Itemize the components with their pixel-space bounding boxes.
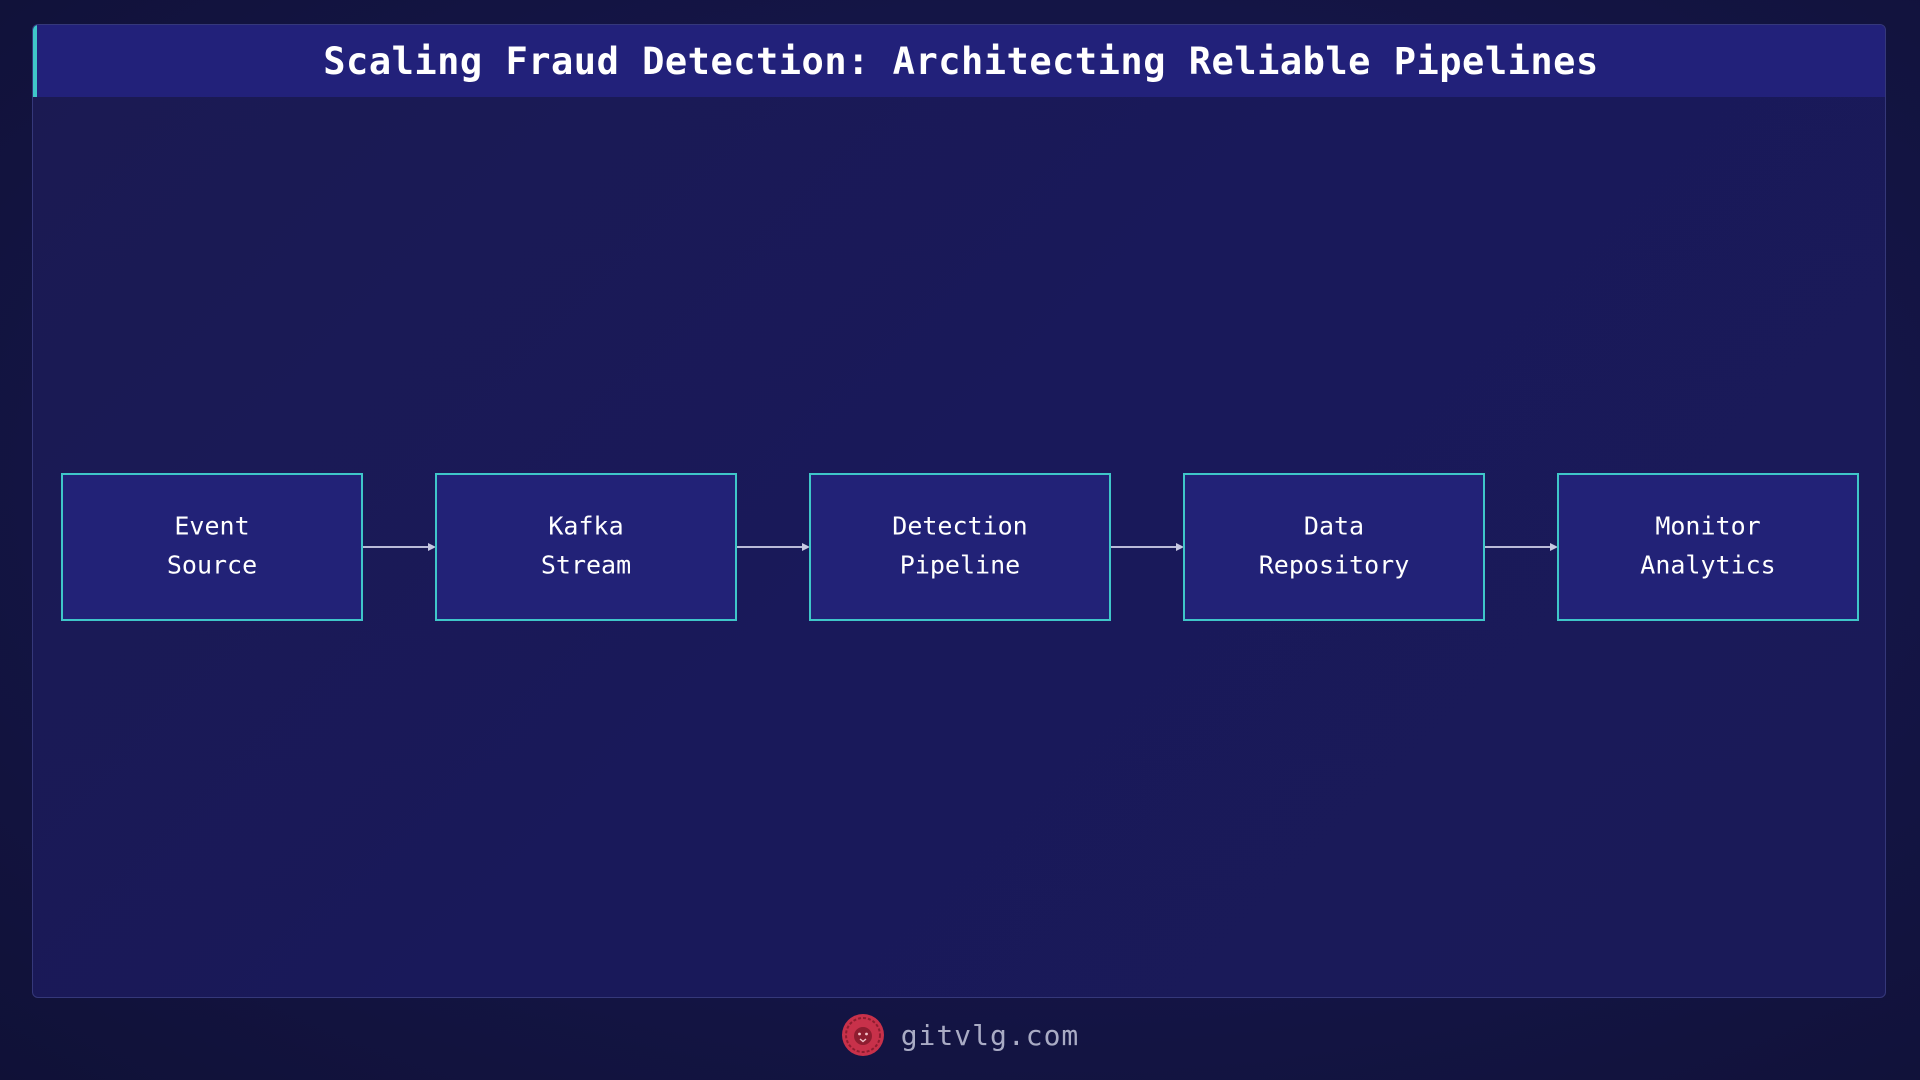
diagram-card: Scaling Fraud Detection: Architecting Re…: [32, 24, 1886, 998]
node-label-line: Stream: [541, 551, 631, 580]
node-label-line: Analytics: [1640, 551, 1775, 580]
lion-head-icon: [841, 1014, 884, 1056]
node-label-line: Event: [174, 512, 249, 541]
arrowhead-icon: [1176, 543, 1184, 551]
node-label-line: Repository: [1259, 551, 1410, 580]
node-box: [61, 473, 363, 621]
site-url: gitvlg.com: [900, 1018, 1080, 1052]
node-label-line: Source: [167, 551, 257, 580]
node-box: [1557, 473, 1859, 621]
node-box: [435, 473, 737, 621]
arrowhead-icon: [1550, 543, 1558, 551]
node-label-line: Data: [1304, 512, 1364, 541]
node-label-line: Pipeline: [900, 551, 1020, 580]
arrowhead-icon: [428, 543, 436, 551]
node-label-line: Kafka: [548, 512, 623, 541]
footer: gitvlg.com: [0, 1010, 1920, 1060]
title-bar: Scaling Fraud Detection: Architecting Re…: [33, 25, 1885, 97]
node-box: [809, 473, 1111, 621]
pipeline-flow: EventSourceKafkaStreamDetectionPipelineD…: [61, 473, 1859, 621]
diagram-title: Scaling Fraud Detection: Architecting Re…: [323, 39, 1599, 83]
node-label-line: Detection: [892, 512, 1027, 541]
node-box: [1183, 473, 1485, 621]
node-label-line: Monitor: [1655, 512, 1760, 541]
arrowhead-icon: [802, 543, 810, 551]
